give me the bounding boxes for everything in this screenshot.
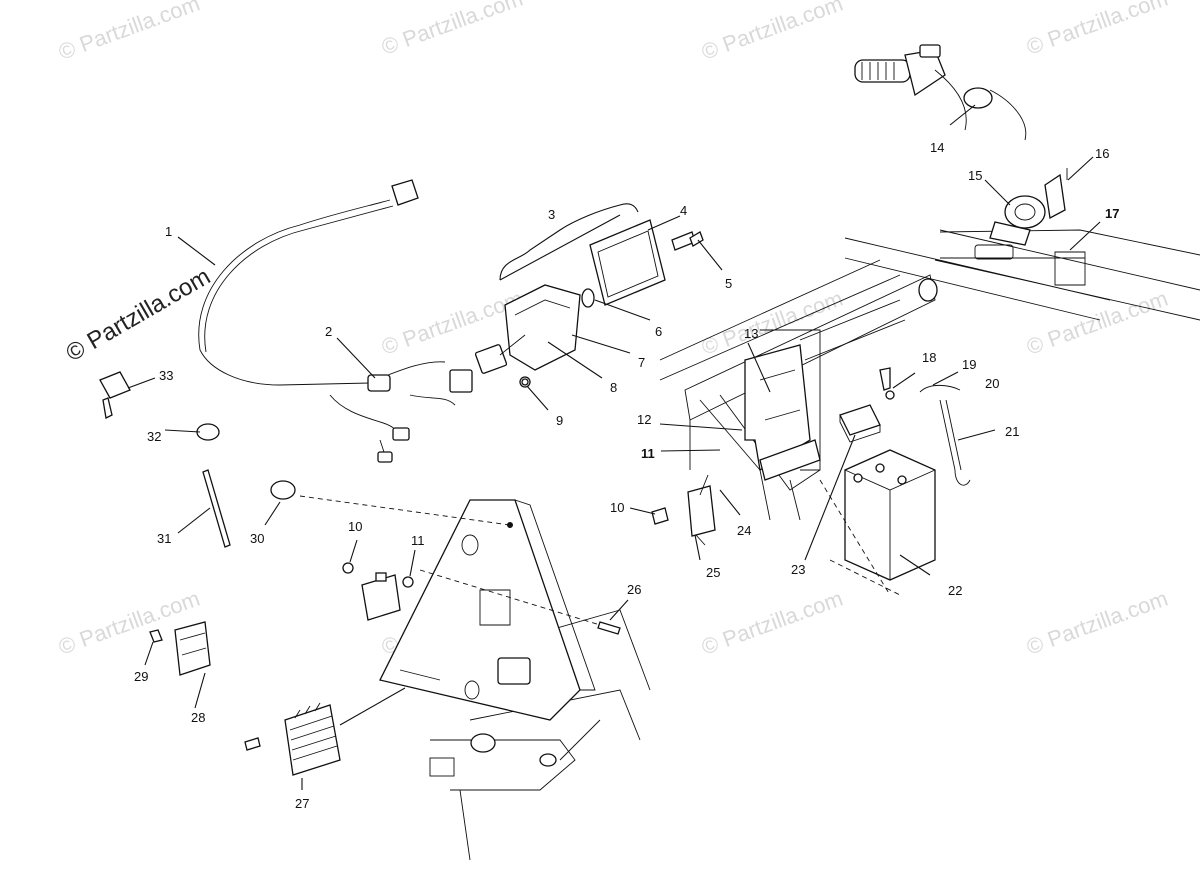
- callout-16: 16: [1095, 146, 1109, 161]
- watermark-text: © Partzilla.com: [698, 0, 846, 65]
- callout-4: 4: [680, 203, 687, 218]
- bracket-assembly: [744, 344, 821, 521]
- wiring-harness: [198, 179, 473, 463]
- callout-21: 21: [1005, 424, 1019, 439]
- watermark-text: © Partzilla.com: [698, 286, 846, 360]
- watermark-text: © Partzilla.com: [378, 286, 526, 360]
- callout-11-left: 11: [411, 533, 425, 548]
- callout-1: 1: [165, 224, 172, 239]
- callout-26: 26: [627, 582, 641, 597]
- callout-3: 3: [548, 207, 555, 222]
- callout-17: 17: [1105, 206, 1119, 221]
- callout-22: 22: [948, 583, 962, 598]
- callout-27: 27: [295, 796, 309, 811]
- callout-28: 28: [191, 710, 205, 725]
- horn: [989, 168, 1068, 246]
- callout-7: 7: [638, 355, 645, 370]
- callout-20: 20: [985, 376, 999, 391]
- callout-9: 9: [556, 413, 563, 428]
- callout-2: 2: [325, 324, 332, 339]
- callout-6: 6: [655, 324, 662, 339]
- small-parts: [99, 231, 895, 776]
- callout-31: 31: [157, 531, 171, 546]
- callout-14: 14: [930, 140, 944, 155]
- callout-30: 30: [250, 531, 264, 546]
- mounting-plate: [379, 499, 596, 721]
- callout-18: 18: [922, 350, 936, 365]
- callout-13: 13: [744, 326, 758, 341]
- battery: [844, 449, 936, 581]
- callout-29: 29: [134, 669, 148, 684]
- watermark-text: © Partzilla.com: [1023, 586, 1171, 660]
- callout-10-left: 10: [348, 519, 362, 534]
- battery-strap: [939, 399, 962, 471]
- leader-lines: [127, 104, 1101, 790]
- taillight-assembly: [474, 219, 696, 388]
- watermark-text: © Partzilla.com: [378, 0, 526, 60]
- battery-cable: [919, 384, 961, 393]
- callout-12: 12: [637, 412, 651, 427]
- callout-labels: 1 2 3 4 5 6 7 8 9 10 10 11 11 12 13 14 1…: [134, 140, 1119, 811]
- watermark-main-text: © Partzilla.com: [62, 263, 216, 367]
- alignment-line: [419, 569, 601, 626]
- watermark-text: © Partzilla.com: [55, 0, 203, 65]
- callout-19: 19: [962, 357, 976, 372]
- callout-5: 5: [725, 276, 732, 291]
- callout-15: 15: [968, 168, 982, 183]
- callout-32: 32: [147, 429, 161, 444]
- callout-25: 25: [706, 565, 720, 580]
- watermark-layer: © Partzilla.com © Partzilla.com © Partzi…: [55, 0, 1171, 660]
- alignment-line: [819, 479, 901, 596]
- watermark-text: © Partzilla.com: [1023, 0, 1171, 60]
- watermark-text: © Partzilla.com: [698, 586, 846, 660]
- battery-pad-side: [839, 415, 881, 443]
- callout-8: 8: [610, 380, 617, 395]
- callout-33: 33: [159, 368, 173, 383]
- frame-rails: [429, 229, 1200, 861]
- callout-23: 23: [791, 562, 805, 577]
- callout-24: 24: [737, 523, 751, 538]
- callout-11-right: 11: [641, 446, 655, 461]
- battery-pad: [839, 404, 881, 436]
- battery-strap-hook: [954, 469, 971, 486]
- handlebar-switch: [854, 44, 1027, 141]
- callout-10-right: 10: [610, 500, 624, 515]
